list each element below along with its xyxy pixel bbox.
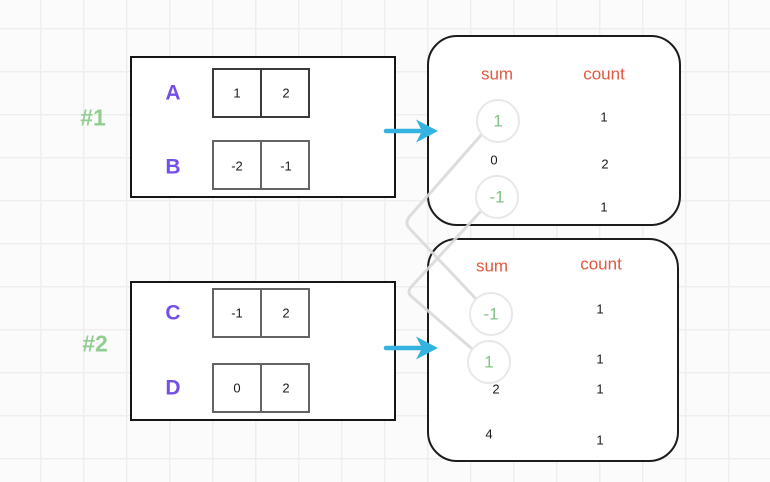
array-b-cell-1 — [260, 140, 310, 190]
connector-line-neg1-to-1 — [407, 208, 484, 350]
array-a-cell-1 — [260, 68, 310, 118]
array-c-label: C — [165, 301, 181, 325]
array-d-value-0: 0 — [233, 380, 241, 396]
array-a-label: A — [165, 81, 181, 105]
array-d-cell-1 — [260, 363, 310, 413]
array-c-value-1: 2 — [282, 305, 290, 321]
table2-count-header: count — [580, 254, 622, 274]
table1-sum-2: -1 — [489, 187, 505, 207]
sumcount-table-1 — [427, 35, 681, 226]
table1-sum-1: 0 — [490, 152, 498, 168]
table2-sum-1: 1 — [484, 352, 494, 372]
highlight-circle-t1-sum1 — [476, 99, 520, 143]
connector-line-1-to-neg1 — [405, 132, 484, 302]
array-c-value-0: -1 — [231, 305, 243, 321]
table1-sum-header: sum — [480, 64, 514, 84]
group1-label: #1 — [80, 104, 106, 131]
table1-count-2: 1 — [600, 199, 608, 215]
arrow-right-icon-group1 — [383, 119, 438, 143]
table2-sum-2: 2 — [492, 381, 500, 397]
table2-count-1: 1 — [596, 351, 604, 367]
sumcount-table-2 — [427, 238, 679, 462]
array-d-value-1: 2 — [282, 380, 290, 396]
array-b-value-0: -2 — [231, 158, 243, 174]
array-b-label: B — [165, 155, 181, 179]
array-a-value-1: 2 — [282, 85, 290, 101]
highlight-circle-t2-sum-neg1 — [469, 292, 513, 336]
array-d-label: D — [165, 376, 181, 400]
table1-count-1: 2 — [601, 156, 609, 172]
table2-count-0: 1 — [596, 301, 604, 317]
table2-count-2: 1 — [596, 381, 604, 397]
table2-count-3: 1 — [596, 432, 604, 448]
highlight-circle-t2-sum1 — [467, 340, 511, 384]
group2-label: #2 — [82, 330, 108, 357]
table2-sum-0: -1 — [483, 304, 499, 324]
array-d-cell-0 — [212, 363, 262, 413]
table2-sum-header: sum — [475, 256, 509, 276]
array-c-cell-1 — [260, 288, 310, 338]
highlight-circle-t1-sum-neg1 — [475, 175, 519, 219]
array-a-cell-0 — [212, 68, 262, 118]
table1-count-0: 1 — [600, 109, 608, 125]
table1-sum-0: 1 — [493, 111, 503, 131]
arrow-right-icon-group2 — [383, 336, 438, 360]
table2-sum-3: 4 — [485, 426, 493, 442]
array-a-value-0: 1 — [233, 85, 241, 101]
table1-count-header: count — [583, 64, 625, 84]
array-b-value-1: -1 — [280, 158, 292, 174]
